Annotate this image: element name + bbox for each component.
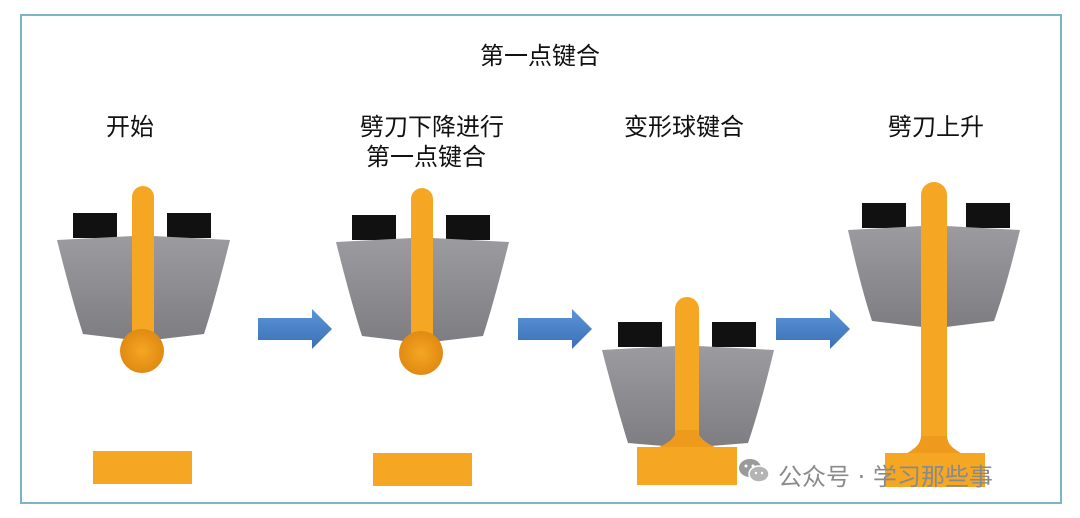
arrow-2 xyxy=(518,309,592,349)
diagram-frame xyxy=(20,14,1062,504)
step-4-capillary xyxy=(848,182,1020,455)
diagram-title: 第一点键合 xyxy=(480,42,600,70)
step-3-capillary xyxy=(602,297,774,448)
arrow-1 xyxy=(258,309,332,349)
step-2-label-line1: 劈刀下降进行 xyxy=(360,113,504,141)
step-2-label-line2: 第一点键合 xyxy=(366,143,486,171)
step-4-wire xyxy=(921,182,947,454)
step-3-right-tool xyxy=(698,346,774,447)
watermark: 公众号 · 学习那些事 xyxy=(738,456,993,492)
step-2-right-cap xyxy=(446,215,490,240)
step-2-capillary xyxy=(336,188,509,375)
step-1-label: 开始 xyxy=(106,113,154,141)
step-2-ball xyxy=(399,331,443,375)
step-2-left-cap xyxy=(352,215,396,240)
step-3-left-tool xyxy=(602,346,676,447)
step-1-ball xyxy=(120,329,164,373)
step-3-right-cap xyxy=(712,322,756,347)
step-3-pad xyxy=(637,447,737,485)
step-3-deformed-ball xyxy=(657,430,717,448)
step-4-left-tool xyxy=(848,226,922,327)
step-4-left-cap xyxy=(862,203,906,228)
step-1-wire xyxy=(132,186,154,348)
step-2-wire xyxy=(411,188,433,350)
step-4-right-cap xyxy=(966,203,1010,228)
step-1-right-tool xyxy=(153,236,230,340)
arrow-3 xyxy=(776,309,850,349)
step-4-label: 劈刀上升 xyxy=(888,113,984,141)
step-3-label: 变形球键合 xyxy=(624,113,744,141)
wechat-icon xyxy=(738,457,770,491)
step-1-right-cap xyxy=(167,213,211,238)
step-4-right-tool xyxy=(946,226,1020,327)
step-1-left-tool xyxy=(57,236,133,340)
step-2-left-tool xyxy=(336,238,412,342)
step-4-bond-foot xyxy=(903,436,965,455)
step-4-pad xyxy=(885,453,985,487)
step-3-wire xyxy=(675,297,699,447)
step-2-pad xyxy=(373,453,472,486)
step-1-left-cap xyxy=(73,213,117,238)
watermark-text: 公众号 · 学习那些事 xyxy=(778,462,993,491)
step-2-right-tool xyxy=(432,238,509,342)
step-3-left-cap xyxy=(618,322,662,347)
step-1-pad xyxy=(93,451,192,484)
step-1-capillary xyxy=(57,186,230,373)
